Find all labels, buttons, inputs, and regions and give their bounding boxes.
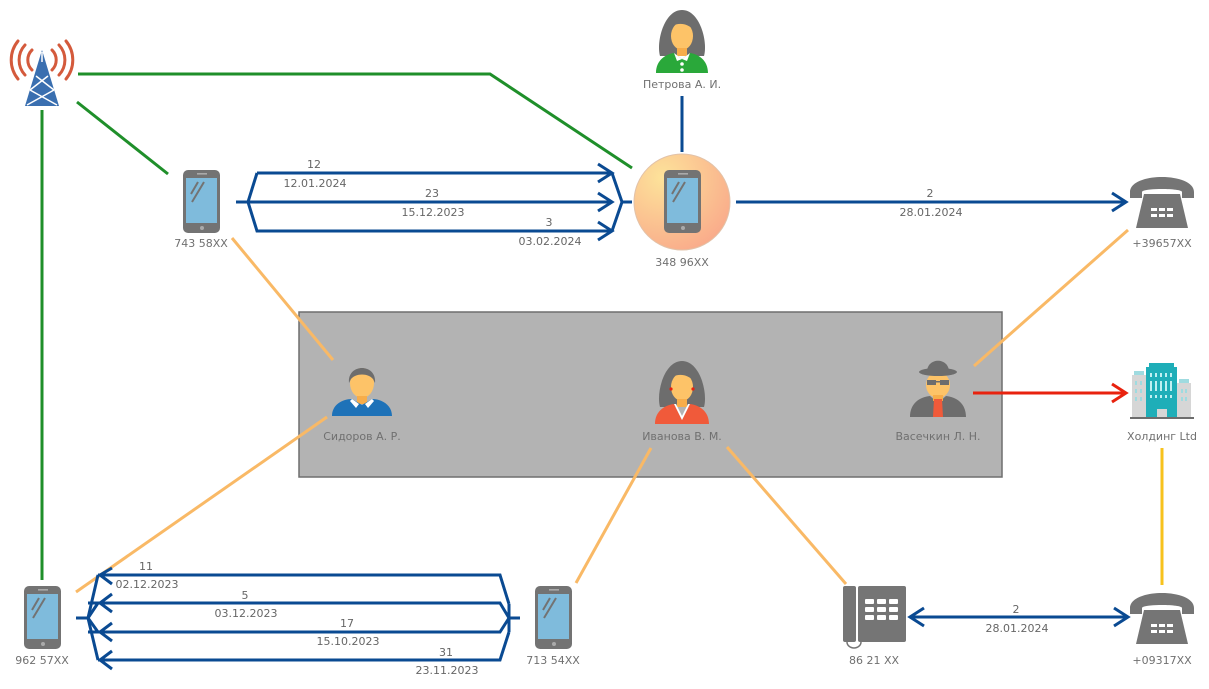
edge-date: 12.01.2024 bbox=[284, 177, 347, 190]
node-phone-713[interactable]: 713 54XX bbox=[526, 586, 580, 667]
edge-count: 31 bbox=[439, 646, 453, 659]
woman-icon bbox=[655, 361, 709, 424]
tower-links bbox=[40, 72, 633, 580]
edge-date: 15.12.2023 bbox=[402, 206, 465, 219]
node-office-phone-8621[interactable]: 86 21 XX bbox=[843, 586, 906, 667]
edge-count: 23 bbox=[425, 187, 439, 200]
edge-count: 17 bbox=[340, 617, 354, 630]
edge-count: 11 bbox=[139, 560, 153, 573]
smartphone-icon bbox=[664, 170, 701, 233]
call-bundle-713-962 bbox=[76, 566, 520, 671]
node-label: 86 21 XX bbox=[849, 654, 900, 667]
node-sidorov[interactable]: Сидоров А. Р. bbox=[323, 368, 401, 443]
edge-date: 02.12.2023 bbox=[116, 578, 179, 591]
edge-call-6[interactable] bbox=[88, 617, 511, 634]
cell-tower-icon bbox=[9, 39, 75, 106]
node-ivanova[interactable]: Иванова В. М. bbox=[642, 361, 722, 443]
edge-count: 5 bbox=[242, 589, 249, 602]
node-phone-348[interactable]: 348 96XX bbox=[633, 153, 731, 269]
edge-tower-phone-743[interactable] bbox=[76, 100, 169, 176]
node-vasechkin[interactable]: Васечкин Л. Н. bbox=[895, 360, 981, 443]
smartphone-icon bbox=[535, 586, 572, 649]
woman-icon bbox=[656, 10, 708, 73]
edge-vasechkin-landline-39657[interactable] bbox=[973, 228, 1129, 368]
edge-count: 2 bbox=[1013, 603, 1020, 616]
edge-count: 3 bbox=[546, 216, 553, 229]
node-phone-962[interactable]: 962 57XX bbox=[15, 586, 69, 667]
man-icon bbox=[332, 368, 392, 416]
node-holding[interactable]: Холдинг Ltd bbox=[1127, 363, 1197, 443]
call-bundle-743-348 bbox=[236, 162, 632, 242]
edge-call-7[interactable] bbox=[98, 631, 511, 662]
spy-icon bbox=[910, 360, 966, 417]
edge-call-348-39657[interactable] bbox=[736, 191, 1129, 213]
office-building-icon bbox=[1130, 363, 1194, 419]
edge-date: 23.11.2023 bbox=[416, 664, 479, 677]
edge-call-8621-09317[interactable] bbox=[907, 606, 1131, 628]
node-label: Иванова В. М. bbox=[642, 430, 722, 443]
edge-date: 03.12.2023 bbox=[215, 607, 278, 620]
node-landline-39657[interactable]: +39657XX bbox=[1130, 177, 1194, 250]
edge-call-3[interactable] bbox=[246, 201, 612, 233]
edge-count: 2 bbox=[927, 187, 934, 200]
edge-ivanova-phone-713[interactable] bbox=[574, 447, 653, 584]
node-label: 962 57XX bbox=[15, 654, 69, 667]
node-label: Холдинг Ltd bbox=[1127, 430, 1197, 443]
node-label: Петрова А. И. bbox=[643, 78, 721, 91]
edge-date: 28.01.2024 bbox=[900, 206, 963, 219]
owner-links bbox=[75, 228, 1129, 594]
edge-labels: 12 12.01.2024 23 15.12.2023 3 03.02.2024… bbox=[116, 158, 1049, 677]
smartphone-icon bbox=[24, 586, 61, 649]
node-landline-09317[interactable]: +09317XX bbox=[1130, 593, 1194, 667]
edge-phone-743-sidorov[interactable] bbox=[230, 237, 335, 361]
node-tower[interactable] bbox=[9, 39, 75, 106]
smartphone-icon bbox=[183, 170, 220, 233]
node-label: 348 96XX bbox=[655, 256, 709, 269]
desk-phone-icon bbox=[1130, 177, 1194, 228]
node-label: 743 58XX bbox=[174, 237, 228, 250]
edge-tower-phone-348[interactable] bbox=[78, 72, 633, 170]
edge-call-4[interactable] bbox=[98, 573, 511, 605]
office-phone-icon bbox=[843, 586, 906, 649]
edge-sidorov-phone-962[interactable] bbox=[75, 415, 328, 594]
node-phone-743[interactable]: 743 58XX bbox=[174, 170, 228, 250]
node-label: Васечкин Л. Н. bbox=[895, 430, 980, 443]
group-box[interactable] bbox=[298, 311, 1003, 478]
edge-count: 12 bbox=[307, 158, 321, 171]
edge-call-5[interactable] bbox=[88, 601, 511, 619]
desk-phone-icon bbox=[1130, 593, 1194, 644]
edge-date: 28.01.2024 bbox=[986, 622, 1049, 635]
edge-date: 15.10.2023 bbox=[317, 635, 380, 648]
node-label: 713 54XX bbox=[526, 654, 580, 667]
node-label: Сидоров А. Р. bbox=[323, 430, 401, 443]
node-petrova[interactable]: Петрова А. И. bbox=[643, 10, 721, 91]
node-label: +39657XX bbox=[1132, 237, 1192, 250]
ownership-link[interactable] bbox=[973, 382, 1129, 404]
node-label: +09317XX bbox=[1132, 654, 1192, 667]
edge-ivanova-office-phone[interactable] bbox=[725, 446, 848, 585]
edge-date: 03.02.2024 bbox=[519, 235, 582, 248]
